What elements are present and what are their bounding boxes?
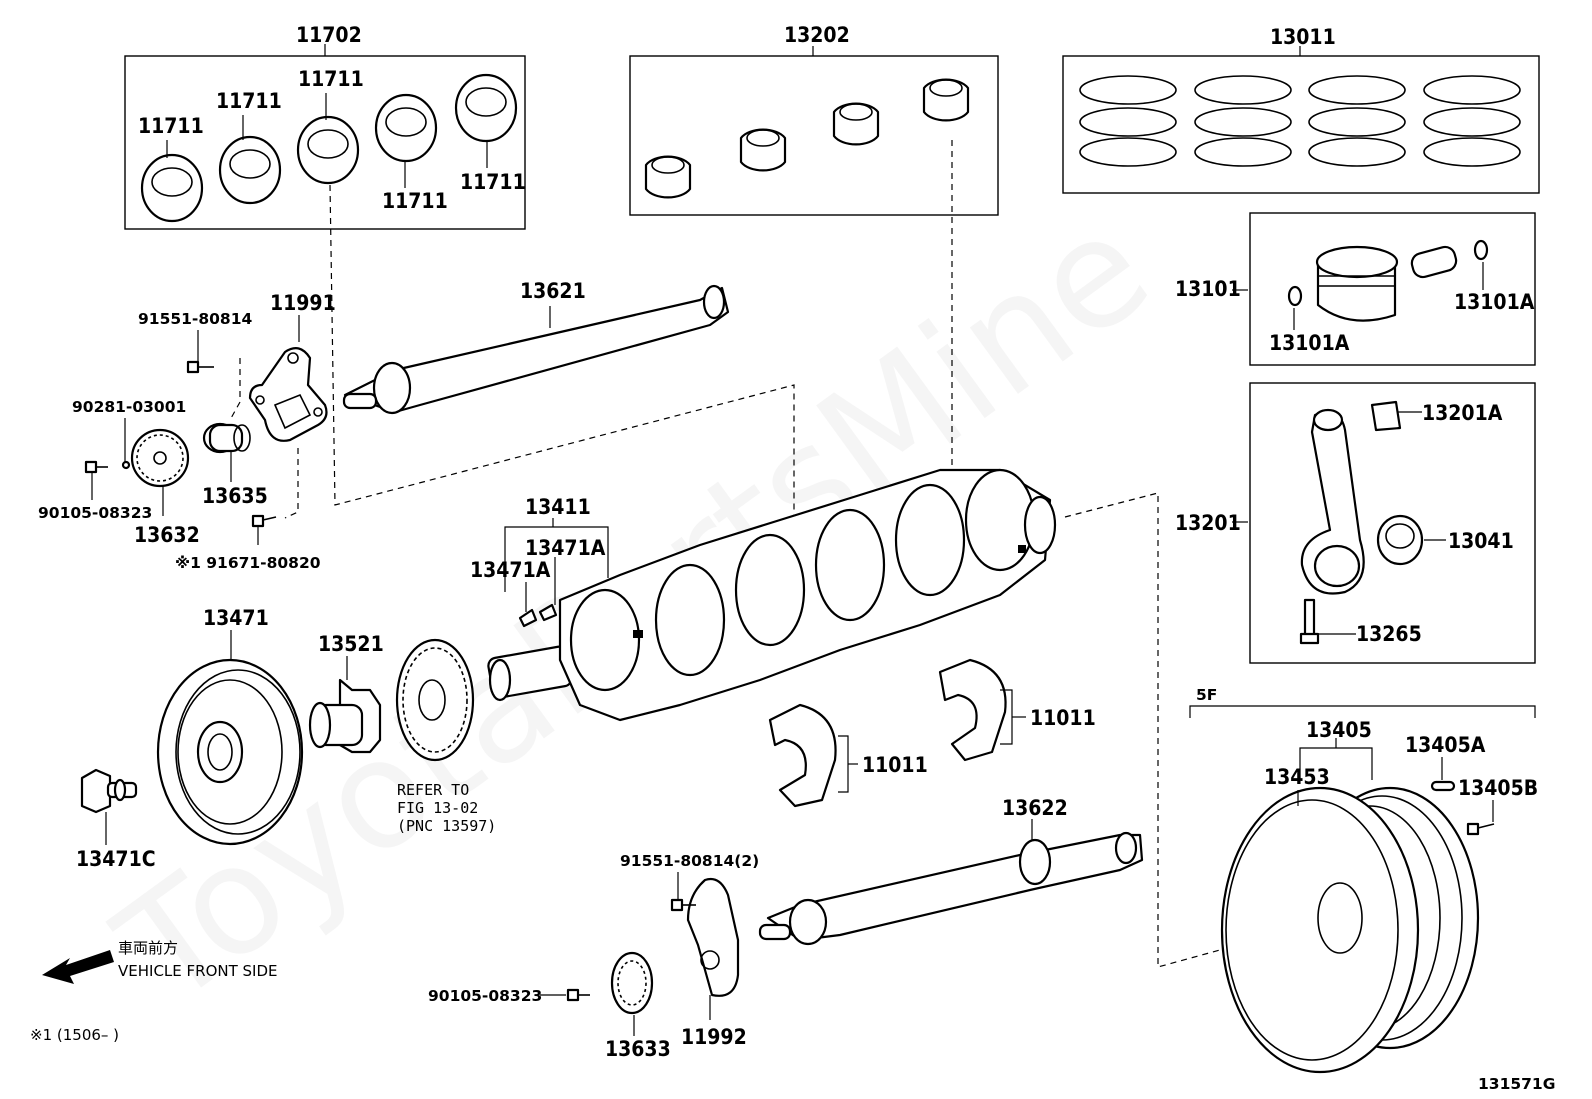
label-90105-08323-a[interactable]: 90105-08323 — [38, 504, 152, 522]
label-90281-03001[interactable]: 90281-03001 — [72, 398, 186, 416]
label-13405[interactable]: 13405 — [1306, 718, 1372, 742]
box-11702 — [124, 44, 526, 230]
thrust-washer-lower-icon — [768, 703, 837, 808]
label-13405B[interactable]: 13405B — [1458, 776, 1538, 800]
label-13405A[interactable]: 13405A — [1405, 733, 1486, 757]
label-13201A[interactable]: 13201A — [1422, 401, 1503, 425]
vehicle-front-arrow-icon — [42, 950, 114, 984]
crankshaft-icon — [487, 468, 1057, 722]
piston-ring-set-icon — [1079, 75, 1521, 167]
gear-13633-icon — [610, 951, 654, 1015]
label-5F: 5F — [1196, 686, 1217, 704]
direction-en: VEHICLE FRONT SIDE — [118, 962, 278, 980]
dowel-pin-icon — [1430, 780, 1456, 792]
label-90105-08323-b[interactable]: 90105-08323 — [428, 987, 542, 1005]
label-13101A-b[interactable]: 13101A — [1269, 331, 1350, 355]
label-13202[interactable]: 13202 — [784, 23, 850, 47]
sprocket-13632-icon — [130, 428, 190, 488]
piston-icon — [1287, 239, 1489, 322]
label-13201[interactable]: 13201 — [1175, 511, 1241, 535]
label-13101A-a[interactable]: 13101A — [1454, 290, 1535, 314]
label-11011-a[interactable]: 11011 — [862, 753, 928, 777]
label-11011-b[interactable]: 11011 — [1030, 706, 1096, 730]
label-11711-b[interactable]: 11711 — [216, 89, 282, 113]
label-13635[interactable]: 13635 — [202, 484, 268, 508]
label-11991[interactable]: 11991 — [270, 291, 336, 315]
pulley-bolt-icon — [80, 768, 138, 814]
camshaft-lower-icon — [758, 831, 1144, 946]
label-13453[interactable]: 13453 — [1264, 765, 1330, 789]
main-bearing-set-icon — [140, 73, 518, 223]
timing-plate-lower-icon — [686, 877, 740, 997]
refer-note-line-1: REFER TO — [397, 781, 469, 799]
label-13471A-a[interactable]: 13471A — [525, 536, 606, 560]
timing-plate-upper-icon — [248, 347, 328, 442]
thrust-washer-upper-icon — [938, 658, 1007, 762]
box-13202 — [629, 46, 999, 216]
direction-jp: 車両前方 — [118, 939, 178, 957]
leader-lines — [91, 93, 1494, 1036]
timing-sprocket-icon — [395, 638, 475, 762]
refer-note-line-2: FIG 13-02 — [397, 799, 478, 817]
label-13411[interactable]: 13411 — [525, 495, 591, 519]
label-13621[interactable]: 13621 — [520, 279, 586, 303]
seal-13635-icon — [202, 422, 251, 454]
part-labels: 11702 11711 11711 11711 11711 11711 1320… — [38, 23, 1538, 1061]
connecting-rod-icon — [1299, 400, 1424, 645]
label-11992[interactable]: 11992 — [681, 1025, 747, 1049]
box-13101 — [1249, 212, 1536, 366]
direction-note: 車両前方 VEHICLE FRONT SIDE — [118, 939, 278, 980]
box-13011 — [1062, 46, 1540, 194]
label-13265[interactable]: 13265 — [1356, 622, 1422, 646]
label-13471[interactable]: 13471 — [203, 606, 269, 630]
woodruff-key-icons — [518, 603, 558, 628]
label-13471C[interactable]: 13471C — [76, 847, 156, 871]
label-13632[interactable]: 13632 — [134, 523, 200, 547]
bracket-5F — [1189, 705, 1536, 718]
box-13201 — [1249, 382, 1536, 664]
label-13622[interactable]: 13622 — [1002, 796, 1068, 820]
label-13101[interactable]: 13101 — [1175, 277, 1241, 301]
crank-pulley-icon — [156, 658, 304, 846]
label-11711-d[interactable]: 11711 — [382, 189, 448, 213]
label-13471A-b[interactable]: 13471A — [470, 558, 551, 582]
label-91551-80814-2[interactable]: 91551-80814(2) — [620, 852, 759, 870]
bolt-13405B-icon — [1466, 822, 1495, 836]
label-13633[interactable]: 13633 — [605, 1037, 671, 1061]
refer-note: REFER TO FIG 13-02 (PNC 13597) — [397, 781, 496, 835]
drive-plate-icon — [1220, 786, 1480, 1074]
bolt-lower-icons — [566, 898, 696, 1002]
label-13521[interactable]: 13521 — [318, 632, 384, 656]
label-13011[interactable]: 13011 — [1270, 25, 1336, 49]
label-11711-e[interactable]: 11711 — [460, 170, 526, 194]
crank-gear-13521-icon — [308, 678, 382, 754]
label-11702[interactable]: 11702 — [296, 23, 362, 47]
label-13041[interactable]: 13041 — [1448, 529, 1514, 553]
label-91671-80820[interactable]: ※1 91671-80820 — [175, 554, 321, 572]
label-11711-c[interactable]: 11711 — [298, 67, 364, 91]
label-91551-80814[interactable]: 91551-80814 — [138, 310, 252, 328]
footnote: ※1 (1506– ) — [30, 1026, 119, 1044]
refer-note-line-3: (PNC 13597) — [397, 817, 496, 835]
camshaft-upper-icon — [342, 284, 730, 415]
figure-id: 131571G — [1478, 1075, 1555, 1093]
label-11711-a[interactable]: 11711 — [138, 114, 204, 138]
rod-bearing-set-icon — [644, 78, 970, 199]
